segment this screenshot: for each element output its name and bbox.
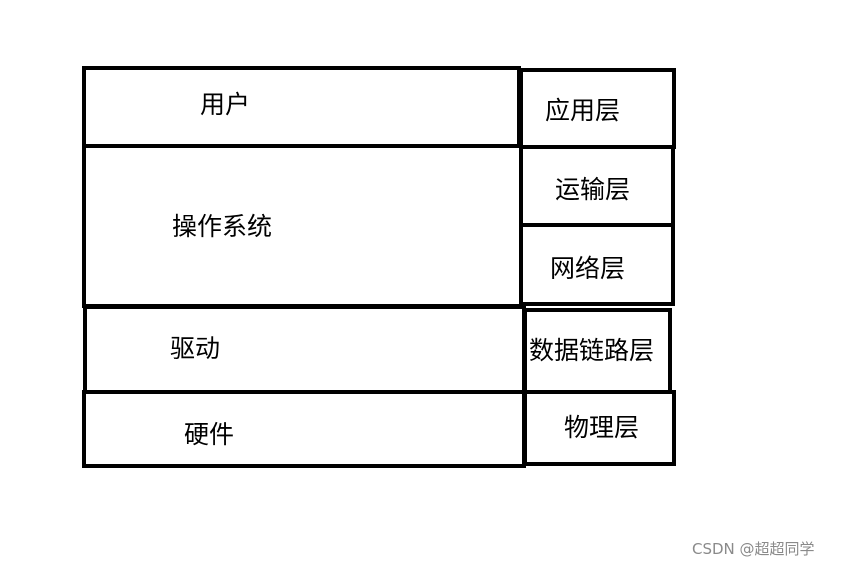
physical-layer-label: 物理层 [564, 413, 640, 442]
user-layer-label: 用户 [200, 90, 251, 119]
driver-layer-box [83, 305, 526, 394]
driver-layer-label: 驱动 [170, 334, 221, 363]
watermark-text: CSDN @超超同学 [692, 540, 815, 558]
hardware-layer-label: 硬件 [184, 420, 235, 449]
os-layer-box [82, 144, 523, 308]
network-layer-label: 网络层 [550, 254, 626, 283]
transport-layer-label: 运输层 [555, 175, 631, 204]
user-layer-box [82, 66, 521, 148]
os-layer-label: 操作系统 [172, 212, 273, 241]
network-layer-box [519, 223, 675, 306]
hardware-layer-box [82, 390, 526, 468]
datalink-layer-label: 数据链路层 [529, 336, 655, 365]
application-layer-label: 应用层 [545, 96, 621, 125]
physical-layer-box [523, 390, 676, 466]
datalink-layer-box [523, 308, 672, 394]
